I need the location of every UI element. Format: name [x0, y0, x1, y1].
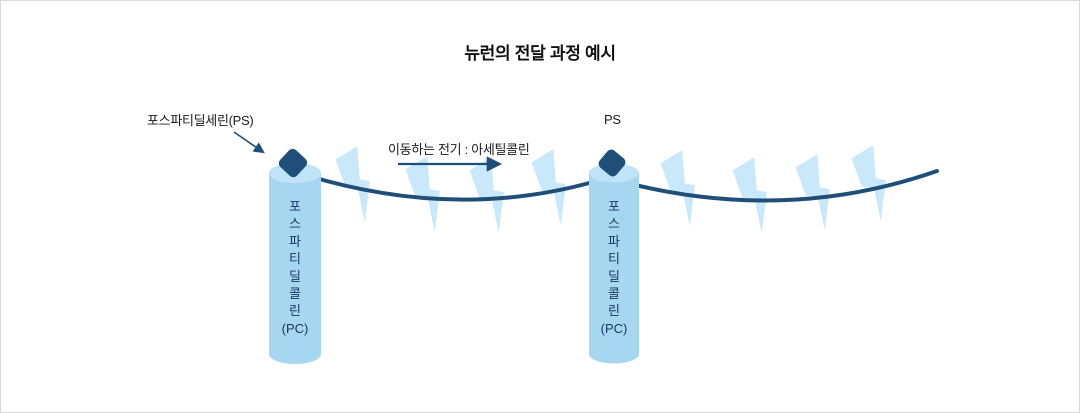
ps-square-2 [598, 149, 626, 177]
cylinder-2-sub-label: (PC) [600, 321, 628, 336]
page-title: 뉴런의 전달 과정 예시 [464, 44, 616, 63]
ps-square-1 [278, 148, 308, 178]
cylinder-1-sub-label: (PC) [281, 321, 309, 336]
lightning-bolt-icon [335, 146, 370, 223]
cylinder-2-vertical-label: 포스파티딜콜린 [608, 199, 620, 319]
moving-electricity-label: 이동하는 전기 : 아세틸콜린 [388, 142, 530, 157]
lightning-bolt-icon [660, 150, 695, 227]
cylinder-2-body [589, 173, 639, 364]
lightning-bolt-icon [851, 145, 886, 222]
lightning-bolt-icon [795, 154, 830, 231]
cable-span-2 [633, 169, 939, 203]
lightning-bolt-icon [531, 149, 566, 226]
phosphatidylserine-label: 포스파티딜세린(PS) [147, 113, 254, 128]
cylinder-1-body [269, 173, 321, 364]
lightning-bolt-icon [732, 157, 767, 234]
lightning-bolts-group [335, 145, 886, 234]
ps-short-label: PS [604, 112, 621, 127]
ps-annotation-arrow [233, 131, 265, 154]
cable-span-1 [307, 174, 595, 202]
lightning-bolt-icon [469, 157, 504, 234]
cylinder-1-vertical-label: 포스파티딜콜린 [289, 199, 301, 319]
lightning-bolt-icon [405, 156, 440, 233]
